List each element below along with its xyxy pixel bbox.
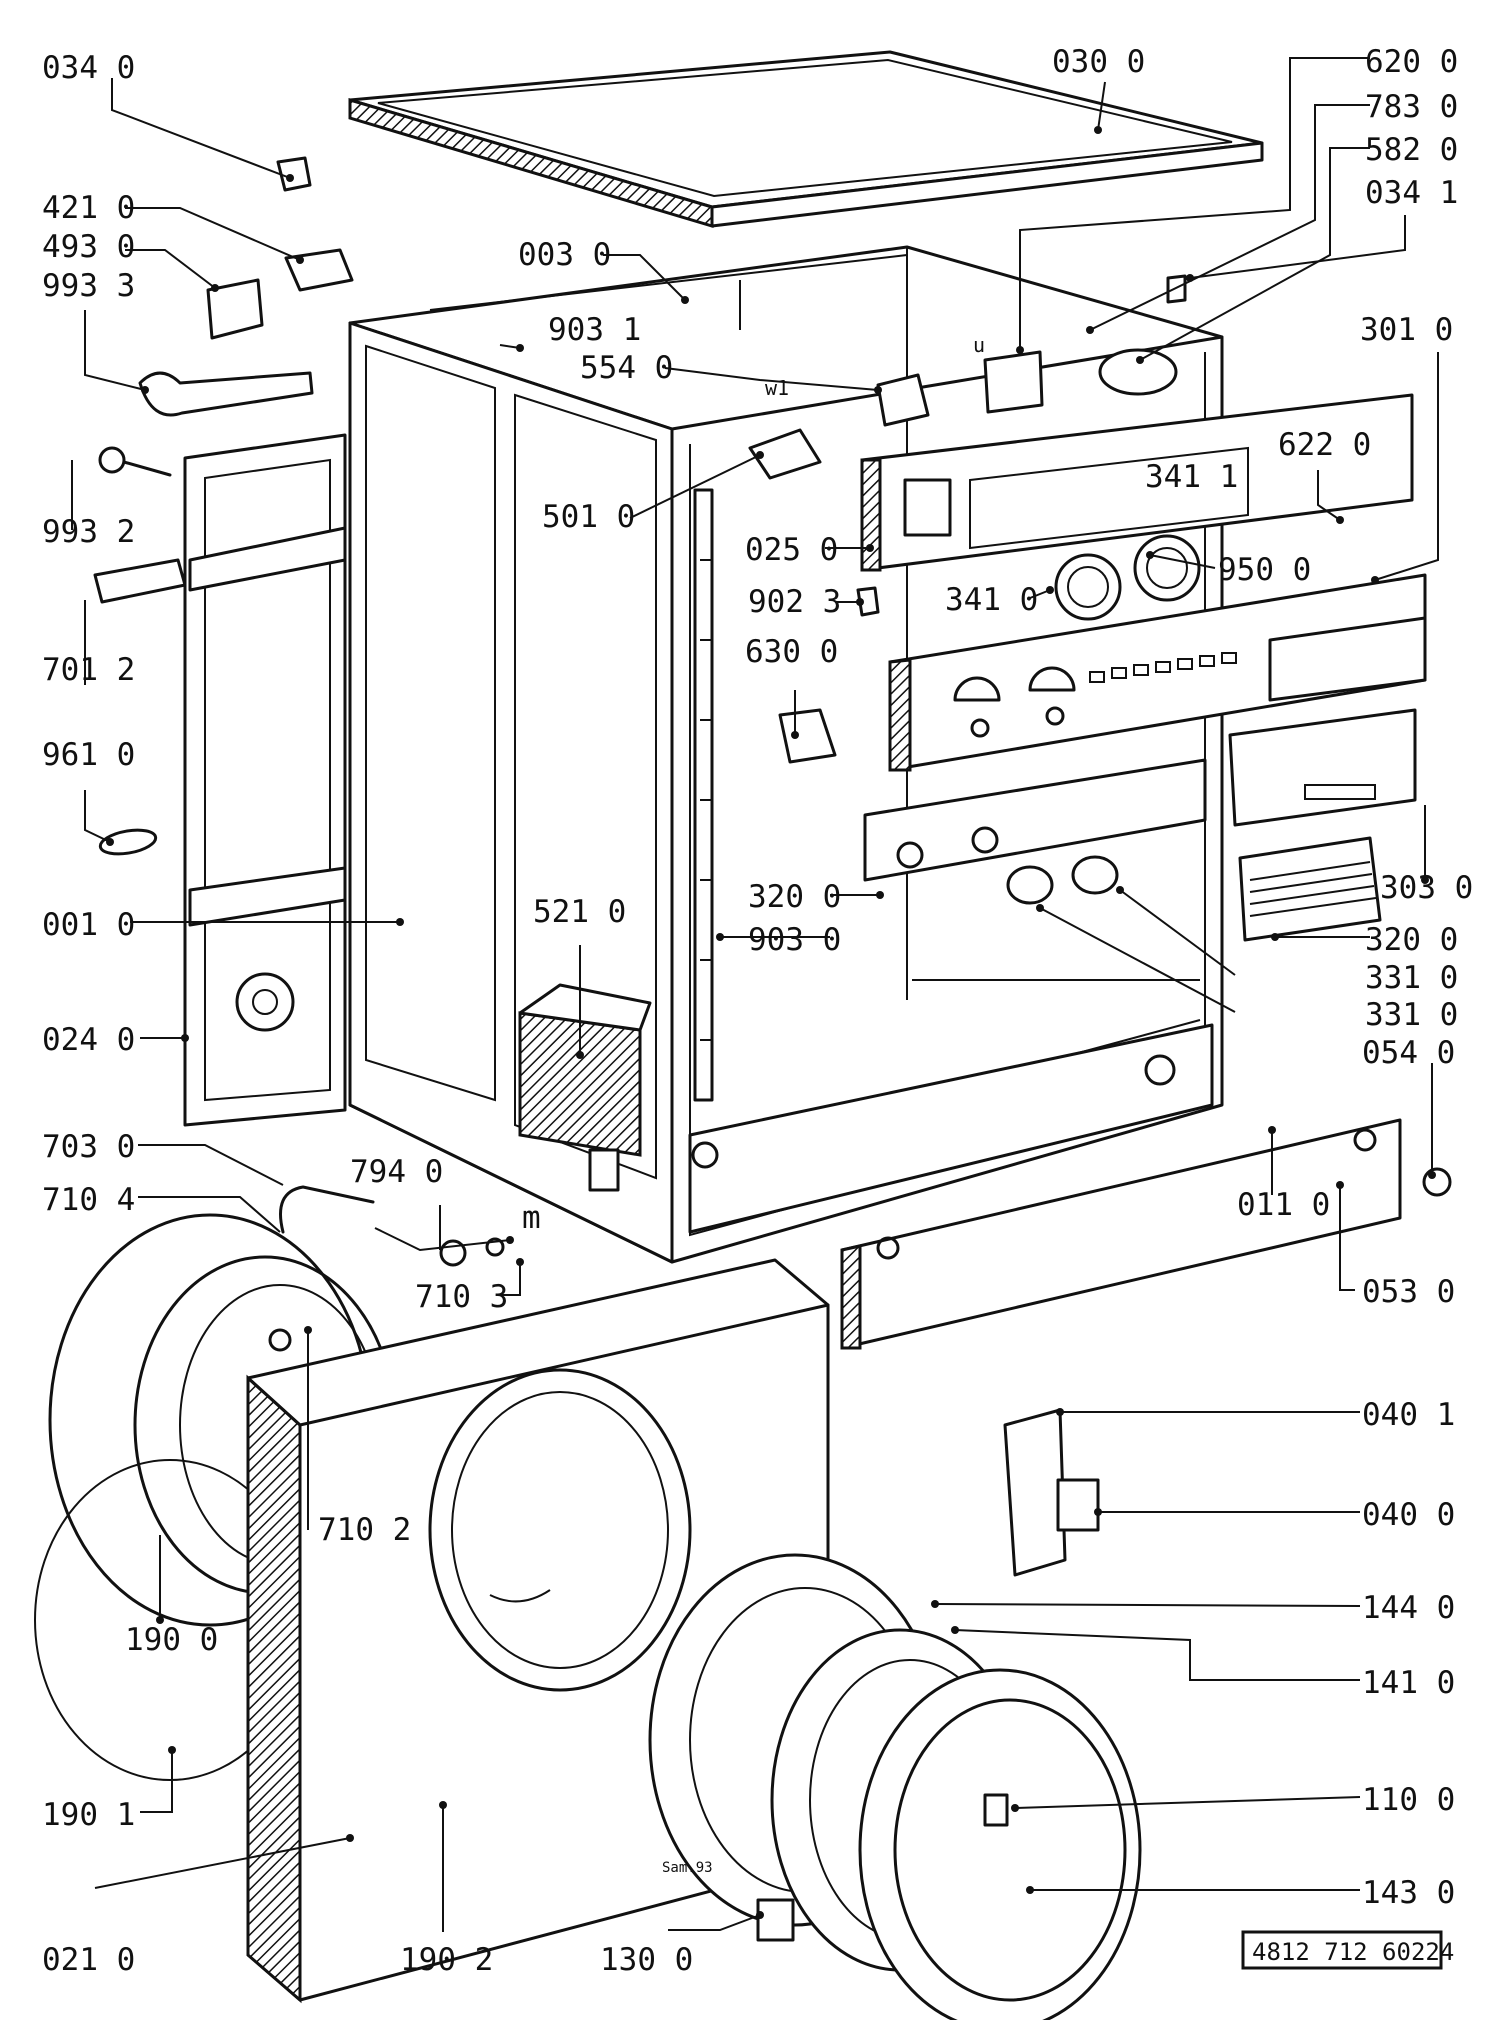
- label-582-0: 582 0: [1365, 132, 1458, 168]
- label-025-0: 025 0: [745, 532, 838, 568]
- label-710-4: 710 4: [42, 1182, 135, 1218]
- label-034-0: 034 0: [42, 50, 135, 86]
- label-701-2: 701 2: [42, 652, 135, 688]
- label-341-0: 341 0: [945, 582, 1038, 618]
- label-783-0: 783 0: [1365, 89, 1458, 125]
- label-054-0: 054 0: [1362, 1035, 1455, 1071]
- label-902-3: 902 3: [748, 584, 841, 620]
- label-u: u: [973, 333, 985, 357]
- label-301-0: 301 0: [1360, 312, 1453, 348]
- label-421-0: 421 0: [42, 190, 135, 226]
- door-rings: [648, 1553, 1142, 2025]
- label-703-0: 703 0: [42, 1129, 135, 1165]
- catalog-number: 4812 712 60224: [1241, 1930, 1454, 1970]
- rear-panel: [183, 433, 347, 1127]
- label-993-3: 993 3: [42, 268, 135, 304]
- label-950-0: 950 0: [1218, 552, 1311, 588]
- plinth: [840, 1118, 1452, 1350]
- label-110-0: 110 0: [1362, 1782, 1455, 1818]
- control-panel-assembly: [860, 393, 1427, 942]
- label-341-1: 341 1: [1145, 459, 1238, 495]
- label-320-0-sheet: 320 0: [1365, 922, 1458, 958]
- hose-and-seals: [279, 1185, 505, 1267]
- label-303-0: 303 0: [1380, 870, 1473, 906]
- part-labels: 034 0 030 0 620 0 783 0 582 0 034 1 421 …: [42, 44, 1473, 1978]
- label-021-0: 021 0: [42, 1942, 135, 1978]
- label-331-0-b: 331 0: [1365, 997, 1458, 1033]
- label-190-1: 190 1: [42, 1797, 135, 1833]
- label-710-2: 710 2: [318, 1512, 411, 1548]
- label-190-0: 190 0: [125, 1622, 218, 1658]
- label-w1: w1: [765, 376, 789, 400]
- label-630-0: 630 0: [745, 634, 838, 670]
- label-040-1: 040 1: [1362, 1397, 1455, 1433]
- label-130-0: 130 0: [600, 1942, 693, 1978]
- label-961-0: 961 0: [42, 737, 135, 773]
- label-903-0: 903 0: [748, 922, 841, 958]
- label-024-0: 024 0: [42, 1022, 135, 1058]
- label-034-1: 034 1: [1365, 175, 1458, 211]
- label-493-0: 493 0: [42, 229, 135, 265]
- label-053-0: 053 0: [1362, 1274, 1455, 1310]
- label-190-2: 190 2: [400, 1942, 493, 1978]
- label-622-0: 622 0: [1278, 427, 1371, 463]
- label-993-2: 993 2: [42, 514, 135, 550]
- label-040-0: 040 0: [1362, 1497, 1455, 1533]
- small-parts: [93, 156, 1280, 1192]
- label-501-0: 501 0: [542, 499, 635, 535]
- label-144-0: 144 0: [1362, 1590, 1455, 1626]
- door-lock: [756, 1408, 1100, 1942]
- label-554-0: 554 0: [580, 350, 673, 386]
- label-003-0: 003 0: [518, 237, 611, 273]
- label-620-0: 620 0: [1365, 44, 1458, 80]
- cabinet-body: [348, 245, 1224, 1264]
- leader-lines: [71, 57, 1439, 1932]
- label-143-0: 143 0: [1362, 1875, 1455, 1911]
- label-320-0-facia: 320 0: [748, 879, 841, 915]
- top-cover: [348, 50, 1264, 229]
- label-001-0: 001 0: [42, 907, 135, 943]
- catalog-number-text: 4812 712 60224: [1252, 1938, 1454, 1966]
- label-794-0: 794 0: [350, 1154, 443, 1190]
- label-011-0: 011 0: [1237, 1187, 1330, 1223]
- label-710-3: 710 3: [415, 1279, 508, 1315]
- label-141-0: 141 0: [1362, 1665, 1455, 1701]
- label-903-1: 903 1: [548, 312, 641, 348]
- label-331-0-a: 331 0: [1365, 960, 1458, 996]
- label-m: m: [522, 1200, 541, 1236]
- label-521-0: 521 0: [533, 894, 626, 930]
- label-030-0: 030 0: [1052, 44, 1145, 80]
- leader-dots: [106, 126, 1436, 1919]
- signature: Sam.93: [662, 1860, 713, 1876]
